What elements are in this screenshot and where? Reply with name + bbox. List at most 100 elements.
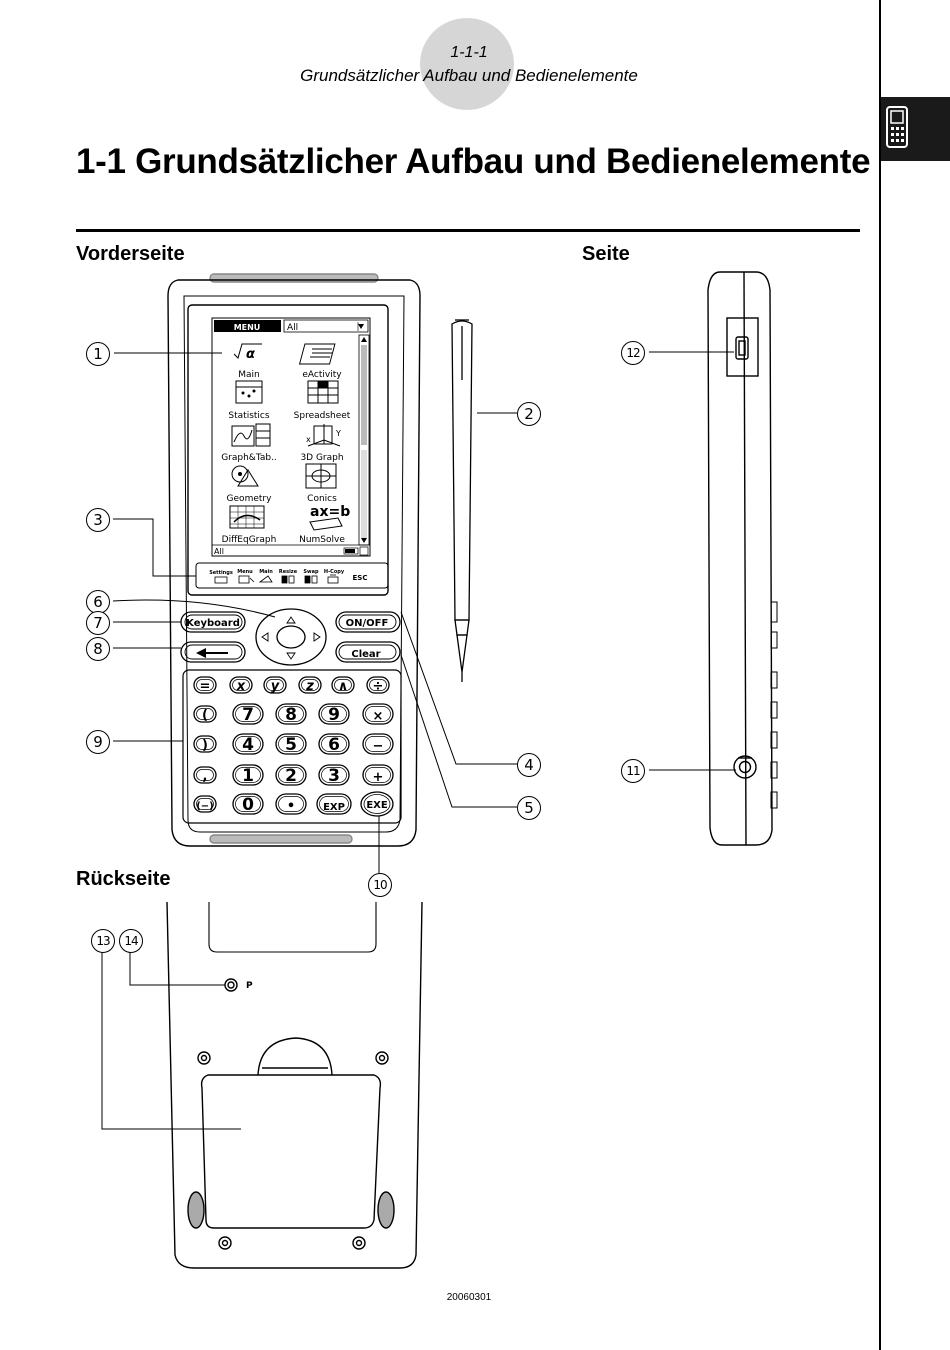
key-row4-0[interactable]	[193, 766, 217, 784]
key-label-row5-2: •	[287, 799, 295, 814]
key-row5-1[interactable]	[232, 793, 264, 815]
app-label-eactivity: eActivity	[302, 370, 342, 380]
key-label-row3-4: −	[373, 739, 384, 754]
key-label-row1-3: z	[305, 679, 314, 694]
title-rule	[76, 229, 860, 232]
iconrow-esc: ESC	[353, 574, 368, 582]
footer-code: 20060301	[446, 1292, 492, 1303]
key-label-row3-3: 6	[328, 735, 340, 755]
running-title: Grundsätzlicher Aufbau und Bedienelement…	[300, 66, 638, 85]
key-label-row4-4: +	[373, 770, 384, 785]
key-label-row2-4: ×	[373, 709, 384, 724]
app-label-3dgraph: 3D Graph	[300, 453, 343, 463]
key-label-row3-2: 5	[285, 735, 297, 755]
key-row5-0[interactable]	[193, 795, 217, 813]
key-label-row2-1: 7	[242, 705, 254, 725]
key-row1-2[interactable]	[263, 676, 287, 694]
key-row1-0[interactable]	[193, 676, 217, 694]
callout-2: 2	[517, 402, 541, 426]
onoff-key-label: ON/OFF	[346, 618, 389, 629]
app-label-geometry: Geometry	[227, 494, 273, 504]
callout-11: 11	[621, 759, 645, 783]
side-view	[707, 271, 773, 846]
key-label-row4-3: 3	[328, 766, 340, 786]
iconrow-resize: Resize	[279, 569, 298, 575]
key-row1-4[interactable]	[331, 676, 355, 694]
iconrow-menu: Menu	[237, 569, 253, 575]
key-row1-1[interactable]	[229, 676, 253, 694]
iconrow-settings: Settings	[209, 570, 233, 576]
page-number-circle	[420, 18, 514, 110]
app-label-numsolve: NumSolve	[299, 535, 345, 545]
key-row4-1[interactable]	[232, 764, 264, 786]
key-row4-2[interactable]	[275, 764, 307, 786]
callout-14: 14	[119, 929, 143, 953]
key-row3-2[interactable]	[275, 733, 307, 755]
key-row3-4[interactable]	[362, 733, 394, 755]
key-label-row1-4: ∧	[338, 679, 349, 694]
menu-label: MENU	[234, 323, 261, 332]
key-label-row2-2: 8	[285, 705, 297, 725]
key-row2-0[interactable]	[193, 705, 217, 723]
status-left: All	[214, 547, 224, 556]
app-label-diffeqgraph: DiffEqGraph	[222, 535, 277, 545]
callout-8: 8	[86, 637, 110, 661]
app-label-spreadsheet: Spreadsheet	[294, 411, 351, 421]
callout-7: 7	[86, 611, 110, 635]
page-title: 1-1 Grundsätzlicher Aufbau und Bedienele…	[76, 142, 871, 181]
key-label-row5-3: EXP	[323, 802, 345, 813]
clear-key-label: Clear	[351, 649, 380, 660]
key-label-row4-0: ,	[203, 769, 208, 784]
key-label-row4-2: 2	[285, 766, 297, 786]
right-margin-rule	[879, 0, 881, 1350]
svg-text:α: α	[246, 347, 255, 362]
app-label-conics: Conics	[307, 494, 337, 504]
page-number: 1-1-1	[450, 44, 488, 61]
key-row4-4[interactable]	[362, 764, 394, 786]
key-label-row2-0: (	[202, 708, 208, 723]
backspace-arrow-icon	[196, 648, 228, 658]
callout-13: 13	[91, 929, 115, 953]
section-side-heading: Seite	[582, 243, 630, 265]
key-row5-2[interactable]	[275, 793, 307, 815]
iconrow-main: Main	[259, 569, 273, 575]
key-row3-0[interactable]	[193, 735, 217, 753]
stylus	[451, 319, 473, 682]
callout-9: 9	[86, 730, 110, 754]
app-label-graphtab: Graph&Tab..	[221, 453, 277, 463]
key-label-row5-0: (−)	[196, 801, 214, 812]
key-row3-1[interactable]	[232, 733, 264, 755]
callout-4: 4	[517, 753, 541, 777]
svg-text:x: x	[306, 435, 311, 444]
leader-lines	[101, 351, 736, 1130]
callout-12: 12	[621, 341, 645, 365]
key-label-row1-2: y	[271, 679, 280, 694]
key-row4-3[interactable]	[318, 764, 350, 786]
key-label-row3-1: 4	[242, 735, 254, 755]
iconrow-swap: Swap	[303, 569, 319, 575]
app-label-statistics: Statistics	[228, 411, 269, 421]
svg-text:Y: Y	[335, 429, 341, 438]
key-label-row1-0: =	[200, 679, 211, 694]
battery-icon	[343, 547, 359, 555]
key-row1-3[interactable]	[298, 676, 322, 694]
app-label-main: Main	[238, 370, 260, 380]
key-label-row4-1: 1	[242, 766, 254, 786]
callout-3: 3	[86, 508, 110, 532]
key-label-row5-1: 0	[242, 795, 254, 815]
key-row1-5[interactable]	[366, 676, 390, 694]
key-row3-3[interactable]	[318, 733, 350, 755]
reset-p-label: P	[246, 981, 253, 991]
key-label-row2-3: 9	[328, 705, 340, 725]
key-row2-2[interactable]	[275, 703, 307, 725]
chapter-tab	[881, 97, 950, 161]
key-row5-3[interactable]	[316, 793, 352, 815]
key-label-row3-0: )	[202, 738, 208, 753]
svg-text:ax=b: ax=b	[310, 504, 350, 520]
key-row2-4[interactable]	[362, 703, 394, 725]
key-row2-1[interactable]	[232, 703, 264, 725]
back-view	[166, 901, 423, 1269]
key-row2-3[interactable]	[318, 703, 350, 725]
key-label-row1-5: ÷	[373, 679, 384, 694]
